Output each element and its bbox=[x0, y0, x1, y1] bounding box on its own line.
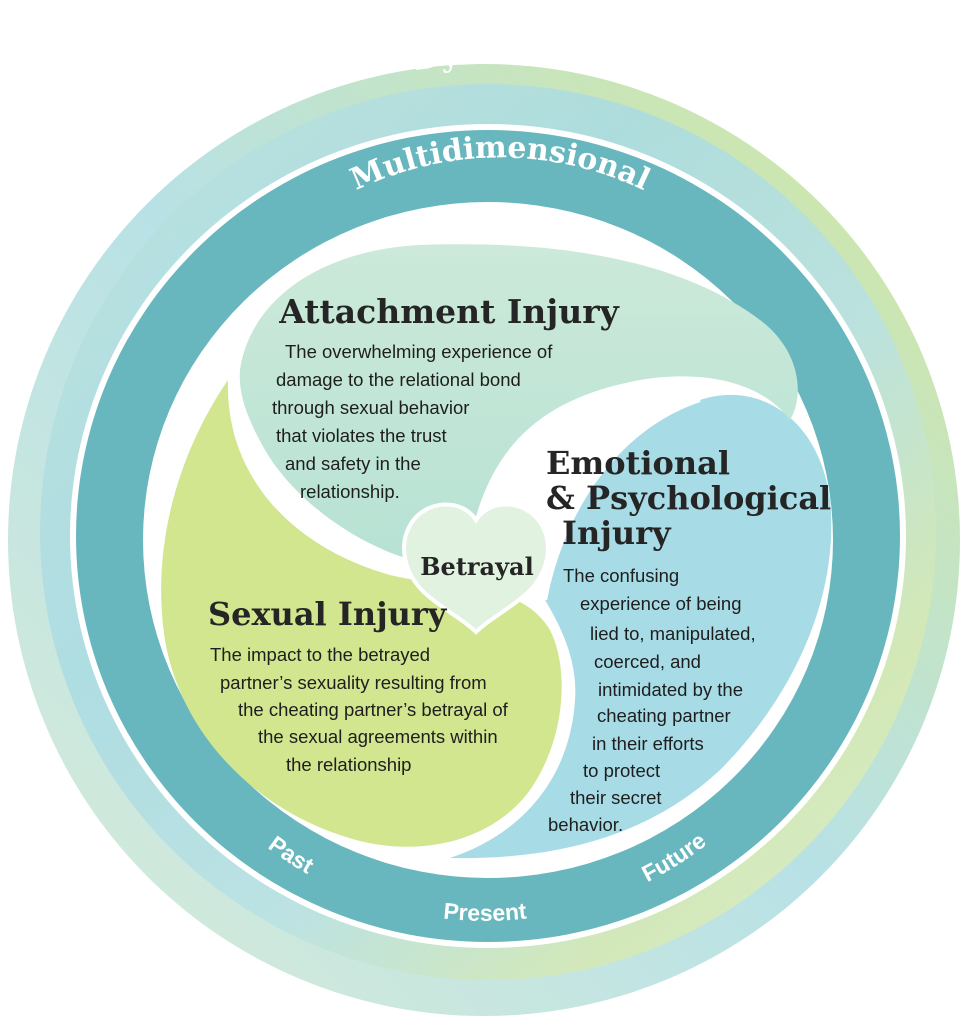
sexual-line-3: the cheating partner’s betrayal of bbox=[238, 699, 509, 720]
attachment-injury-shape bbox=[239, 244, 798, 566]
emotional-line-4: coerced, and bbox=[594, 651, 701, 672]
dynamic-label: Dynamic bbox=[411, 36, 570, 79]
sexual-line-1: The impact to the betrayed bbox=[210, 644, 430, 665]
time-label-present: Present bbox=[442, 898, 528, 926]
sexual-line-4: the sexual agreements within bbox=[258, 726, 498, 747]
attachment-line-5: and safety in the bbox=[285, 453, 421, 474]
emotional-line-1: The confusing bbox=[563, 565, 679, 586]
emotional-title-line-1: Emotional bbox=[546, 444, 730, 482]
attachment-line-6: relationship. bbox=[300, 481, 400, 502]
emotional-title-line-2: & Psychological bbox=[546, 479, 831, 517]
emotional-line-7: in their efforts bbox=[592, 733, 704, 754]
attachment-line-2: damage to the relational bond bbox=[276, 369, 521, 390]
attachment-line-1: The overwhelming experience of bbox=[285, 341, 553, 362]
emotional-line-8: to protect bbox=[583, 760, 660, 781]
sexual-line-2: partner’s sexuality resulting from bbox=[220, 672, 487, 693]
sexual-title: Sexual Injury bbox=[208, 595, 448, 633]
attachment-line-4: that violates the trust bbox=[276, 425, 447, 446]
attachment-title: Attachment Injury bbox=[278, 292, 619, 331]
emotional-title-line-3: Injury bbox=[562, 514, 672, 552]
attachment-line-3: through sexual behavior bbox=[272, 397, 469, 418]
emotional-line-9: their secret bbox=[570, 787, 662, 808]
emotional-line-3: lied to, manipulated, bbox=[590, 623, 756, 644]
sexual-line-5: the relationship bbox=[286, 754, 411, 775]
swirl-divider bbox=[543, 398, 701, 601]
betrayal-heart bbox=[402, 502, 550, 635]
sexual-injury-shape bbox=[161, 380, 562, 847]
emotional-line-2: experience of being bbox=[580, 593, 741, 614]
emotional-line-5: intimidated by the bbox=[598, 679, 743, 700]
emotional-line-6: cheating partner bbox=[597, 705, 731, 726]
betrayal-label: Betrayal bbox=[420, 552, 533, 581]
emotional-line-10: behavior. bbox=[548, 814, 623, 835]
emotional-injury-shape bbox=[450, 394, 832, 859]
